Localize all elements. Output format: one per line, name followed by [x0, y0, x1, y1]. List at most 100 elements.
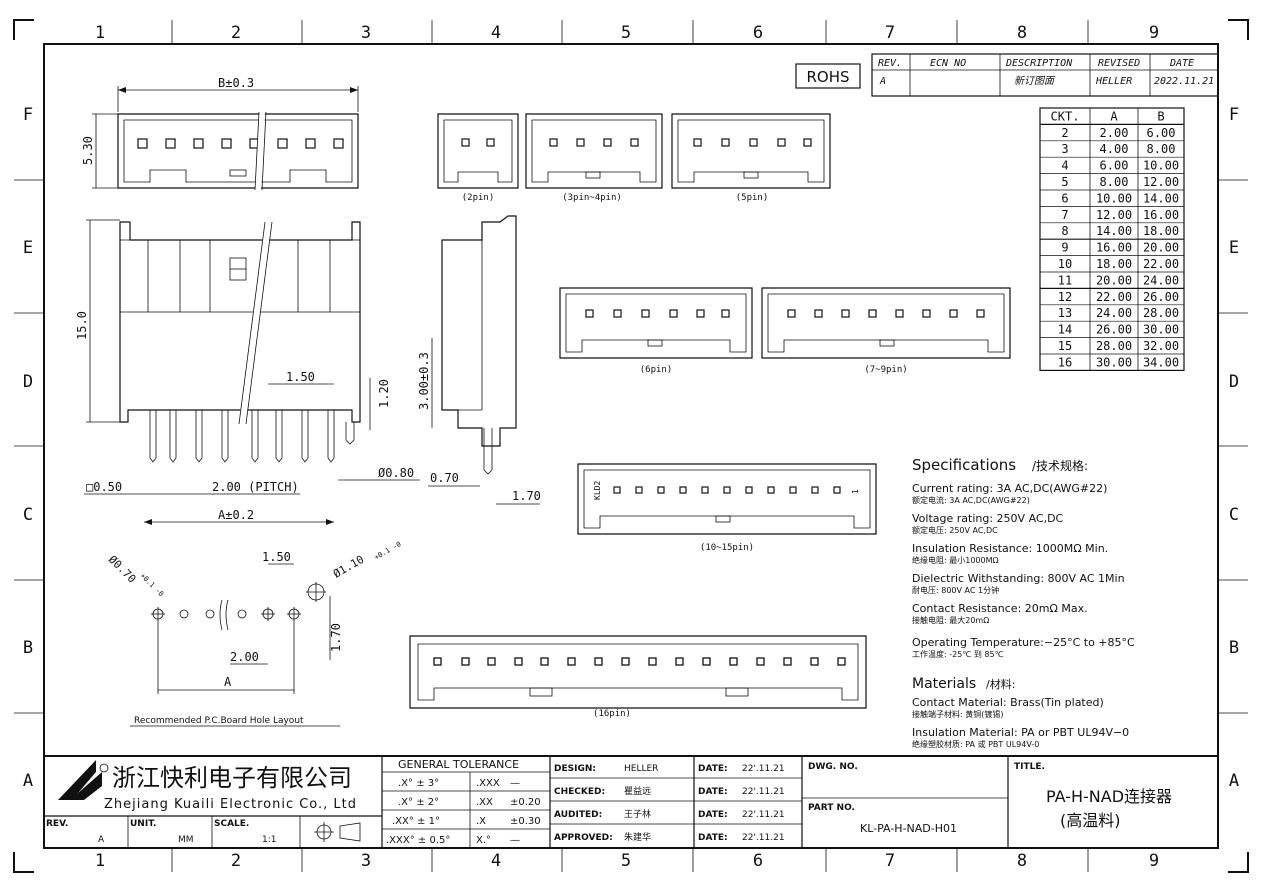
zone-col-label: 4	[491, 23, 501, 43]
ckt-cell: 16.00	[1096, 241, 1132, 255]
ckt-cell: 6	[1061, 191, 1068, 205]
ckt-cell: 10.00	[1143, 159, 1179, 173]
ckt-cell: 8.00	[1100, 175, 1129, 189]
dim-a: A±0.2	[218, 508, 254, 522]
pcb-hole-layout: Ø0.70 +0.1 -0 Ø1.10 +0.1 -0 1.50 1.70 2.…	[106, 540, 403, 727]
scale-label: SCALE.	[214, 819, 249, 829]
dim-hole-d070: Ø0.70	[106, 553, 139, 586]
rohs-badge: ROHS	[795, 63, 861, 89]
spec-insulation-cn: 绝缘电阻: 最小1000MΩ	[912, 555, 999, 565]
spec-current: Current rating: 3A AC,DC(AWG#22)	[912, 482, 1107, 495]
zone-col-label: 1	[95, 23, 105, 43]
spec-dielectric: Dielectric Withstanding: 800V AC 1Min	[912, 572, 1125, 585]
svg-text:.X° ± 2°: .X° ± 2°	[398, 797, 439, 808]
ckt-cell: 30.00	[1096, 355, 1132, 369]
view-16pin: (16pin)	[409, 635, 867, 719]
dim-pcb-200: 2.00	[230, 650, 259, 664]
ckt-cell: 9	[1061, 241, 1068, 255]
dim-d080: Ø0.80	[378, 466, 414, 480]
zone-row-label: F	[23, 105, 33, 125]
ckt-cell: 30.00	[1143, 323, 1179, 337]
zone-col-label: 3	[361, 851, 371, 871]
spec-temperature-cn: 工作温度: -25℃ 到 85℃	[912, 649, 1004, 659]
revision-table: REV. ECN NO DESCRIPTION REVISED DATE A 新…	[871, 53, 1219, 97]
ckt-cell: 24.00	[1143, 273, 1179, 287]
ckt-cell: 14.00	[1096, 224, 1132, 238]
zone-row-label: B	[23, 638, 33, 658]
spec-contact-resistance-cn: 接触电阻: 最大20mΩ	[912, 615, 989, 625]
side-view: 3.00±0.3 0.70 1.70	[417, 215, 541, 505]
dwg-no-label: DWG. NO.	[808, 762, 858, 772]
svg-text:X.°: X.°	[476, 835, 491, 846]
dim-hole-tol110: +0.1 -0	[373, 540, 403, 562]
dim-300: 3.00±0.3	[417, 352, 431, 410]
zone-row-label: D	[23, 372, 33, 392]
dim-120: 1.20	[377, 379, 391, 408]
ckt-cell: 10.00	[1096, 191, 1132, 205]
ckt-cell: 24.00	[1096, 306, 1132, 320]
ckt-cell: 7	[1061, 208, 1068, 222]
view-5pin: (5pin)	[671, 113, 831, 203]
dim-pcb-170: 1.70	[329, 623, 343, 652]
spec-dielectric-cn: 耐电压: 800V AC 1分钟	[912, 585, 999, 595]
zone-col-label: 6	[753, 23, 763, 43]
zone-col-label: 5	[621, 23, 631, 43]
ckt-cell: 4.00	[1100, 142, 1129, 156]
svg-text:瞿益远: 瞿益远	[624, 785, 651, 797]
ckt-cell: 15	[1058, 339, 1072, 353]
zone-row-label: F	[1229, 105, 1239, 125]
ckt-header-cell: B	[1157, 109, 1164, 123]
view-10-15pin: KLD2 1 (10~15pin)	[577, 463, 877, 553]
svg-text:22'.11.21: 22'.11.21	[742, 810, 785, 820]
ckt-cell: 10	[1058, 257, 1072, 271]
svg-text:(2pin): (2pin)	[462, 193, 495, 203]
zone-col-label: 4	[491, 851, 501, 871]
ckt-header-cell: A	[1110, 109, 1118, 123]
material-insulation: Insulation Material: PA or PBT UL94V−0	[912, 726, 1129, 739]
svg-text:22'.11.21: 22'.11.21	[742, 764, 785, 774]
title-block: 浙江快利电子有限公司 Zhejiang Kuaili Electronic Co…	[43, 755, 1219, 849]
spec-voltage: Voltage rating: 250V AC,DC	[912, 512, 1064, 525]
ckt-cell: 16	[1058, 355, 1072, 369]
svg-text:(7~9pin): (7~9pin)	[864, 365, 907, 375]
svg-text:—: —	[510, 835, 520, 846]
ckt-cell: 8	[1061, 224, 1068, 238]
zone-col-label: 8	[1017, 851, 1027, 871]
svg-text:(10~15pin): (10~15pin)	[700, 543, 754, 553]
ckt-cell: 26.00	[1143, 290, 1179, 304]
material-insulation-cn: 绝缘塑胶材质: PA 或 PBT UL94V-0	[912, 739, 1039, 749]
zone-col-label: 5	[621, 851, 631, 871]
material-contact: Contact Material: Brass(Tin plated)	[912, 696, 1104, 709]
svg-text:ROHS: ROHS	[806, 68, 849, 86]
svg-text:AUDITED:: AUDITED:	[554, 810, 602, 820]
svg-text:(5pin): (5pin)	[736, 193, 769, 203]
view-7-9pin: (7~9pin)	[761, 287, 1011, 375]
svg-text:KLD2: KLD2	[593, 481, 602, 500]
svg-text:±0.30: ±0.30	[510, 816, 541, 827]
svg-text:±0.20: ±0.20	[510, 797, 541, 808]
ckt-cell: 18.00	[1096, 257, 1132, 271]
view-6pin: (6pin)	[559, 287, 753, 375]
materials-title: Materials	[912, 676, 976, 692]
zone-col-label: 6	[753, 851, 763, 871]
top-view: B±0.3 5.30	[81, 76, 359, 191]
svg-text:.XX: .XX	[476, 797, 493, 808]
zone-row-label: A	[23, 771, 33, 791]
ckt-cell: 16.00	[1143, 208, 1179, 222]
dim-square-050: □0.50	[86, 480, 122, 494]
svg-text:22'.11.21: 22'.11.21	[742, 787, 785, 797]
rev-value: A	[98, 835, 105, 845]
material-contact-cn: 接触端子材料: 黄铜(镀锡)	[912, 709, 1003, 719]
svg-text:1: 1	[851, 489, 860, 494]
unit-value: MM	[178, 835, 194, 845]
svg-text:(3pin~4pin): (3pin~4pin)	[562, 193, 622, 203]
spec-contact-resistance: Contact Resistance: 20mΩ Max.	[912, 602, 1088, 615]
ckt-cell: 22.00	[1143, 257, 1179, 271]
ckt-header-cell: CKT.	[1051, 109, 1080, 123]
part-no-label: PART NO.	[808, 803, 855, 813]
company-name-en: Zhejiang Kuaili Electronic Co., Ltd	[104, 797, 357, 812]
svg-text:王子林: 王子林	[624, 808, 651, 820]
svg-text:DATE:: DATE:	[698, 810, 728, 820]
date-header: DATE	[1169, 58, 1194, 69]
revised-value: HELLER	[1095, 76, 1132, 87]
